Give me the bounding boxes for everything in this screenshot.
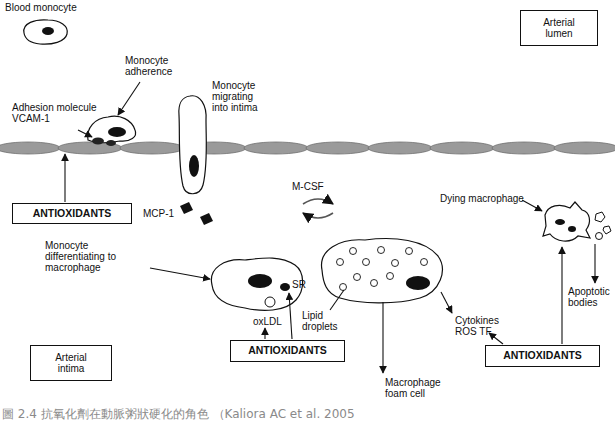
lipid-droplet	[354, 274, 361, 281]
nucleus	[108, 127, 126, 137]
molecule-label: oxLDL	[253, 316, 282, 327]
lipid-droplet	[371, 280, 378, 287]
nucleus	[406, 276, 430, 290]
endothelial-cell	[492, 142, 556, 154]
secretion-arrow	[441, 292, 452, 313]
antioxidant-box: ANTIOXIDANTS	[230, 340, 345, 362]
endothelial-cell	[306, 142, 370, 154]
nucleus	[42, 27, 54, 35]
endothelial-cell	[120, 142, 184, 154]
leader-arrow	[594, 244, 595, 283]
endothelium	[0, 142, 615, 154]
lipid-droplet	[350, 248, 357, 255]
endothelial-cell	[244, 142, 308, 154]
cell-label: Blood monocyte	[5, 2, 77, 13]
box-text: ANTIOXIDANTS	[503, 350, 582, 362]
apoptotic-body	[603, 226, 611, 234]
endothelial-cell	[0, 142, 60, 154]
inhibition-arrow	[289, 293, 292, 339]
endothelial-cell	[554, 142, 615, 154]
oxldl-particle	[265, 297, 275, 307]
process-label: Monocyte migrating into intima	[212, 80, 272, 114]
cell-outline	[179, 96, 207, 194]
migrating-monocyte-cell	[179, 96, 207, 194]
nuclear-fragment	[568, 226, 576, 232]
adhesion-molecule	[106, 140, 116, 146]
box-text: Arterial lumen	[543, 17, 575, 39]
exchange-arrow	[303, 213, 333, 218]
adhesion-molecule	[92, 138, 104, 145]
antioxidant-box: ANTIOXIDANTS	[12, 203, 132, 224]
leader-arrows	[65, 82, 595, 373]
box-text: ANTIOXIDANTS	[248, 345, 327, 357]
figure-caption: 圖 2.4 抗氧化劑在動脈粥狀硬化的角色 （Kaliora AC et al. …	[2, 406, 355, 423]
chemokine-symbol	[200, 213, 213, 225]
apoptotic-body	[596, 233, 603, 240]
lipid-droplet	[378, 247, 385, 254]
molecule-label: M-CSF	[292, 181, 324, 192]
mcp-1-molecules	[180, 202, 213, 225]
apoptotic-body	[595, 212, 605, 222]
inhibition-arrow	[264, 328, 265, 339]
leader-arrow	[382, 302, 383, 373]
box-text: ANTIOXIDANTS	[33, 208, 112, 220]
molecule-label: MCP-1	[143, 208, 174, 219]
nucleus	[189, 155, 199, 177]
lipid-droplet	[421, 259, 428, 266]
region-box: Arterial lumen	[520, 10, 598, 46]
inhibition-arrow	[561, 247, 562, 344]
cell-outline	[543, 202, 590, 241]
leader-arrow	[118, 82, 140, 115]
chemokine-symbol	[180, 202, 193, 214]
cell-outline	[24, 20, 67, 44]
lipid-droplet	[340, 284, 347, 291]
blood-monocyte-cell	[24, 20, 67, 44]
process-label: Monocyte differentiating to macrophage	[45, 240, 137, 274]
scavenger-receptor	[280, 283, 290, 291]
dying-macrophage-cell	[543, 202, 611, 241]
lipid-droplet	[363, 259, 370, 266]
cell-outline	[211, 258, 302, 310]
leader-arrow	[78, 130, 92, 137]
cell-label: Apoptotic bodies	[568, 286, 615, 308]
cell-label: Macrophage foam cell	[385, 377, 449, 399]
lipid-droplet	[406, 248, 413, 255]
endothelial-cell	[430, 142, 494, 154]
lipid-droplet	[337, 259, 344, 266]
mcsf-exchange-arrows	[303, 199, 333, 218]
macrophage-cell	[211, 258, 302, 310]
nuclear-fragment	[555, 219, 565, 225]
region-box: Arterial intima	[30, 345, 112, 381]
inhibition-arrow	[64, 154, 65, 202]
exchange-arrow	[303, 199, 333, 204]
cell-label: Dying macrophage	[440, 193, 524, 204]
structure-label: Lipid droplets	[302, 310, 342, 332]
endothelial-cell	[368, 142, 432, 154]
lipid-droplet	[387, 273, 394, 280]
leader-arrow	[522, 200, 542, 211]
antioxidant-box: ANTIOXIDANTS	[485, 345, 600, 367]
process-label: Monocyte adherence	[125, 55, 187, 77]
molecule-label: SR	[292, 279, 306, 290]
lipid-droplet	[392, 260, 399, 267]
nucleus	[248, 274, 272, 288]
leader-line	[330, 290, 344, 310]
adhering-monocyte-cell	[88, 116, 136, 146]
molecule-label: Cytokines ROS TF	[455, 315, 499, 337]
leader-arrow	[150, 268, 210, 279]
box-text: Arterial intima	[55, 352, 87, 374]
molecule-label: Adhesion molecule VCAM-1	[12, 102, 104, 124]
cell-outline	[322, 239, 443, 303]
foam-cell	[322, 239, 443, 303]
